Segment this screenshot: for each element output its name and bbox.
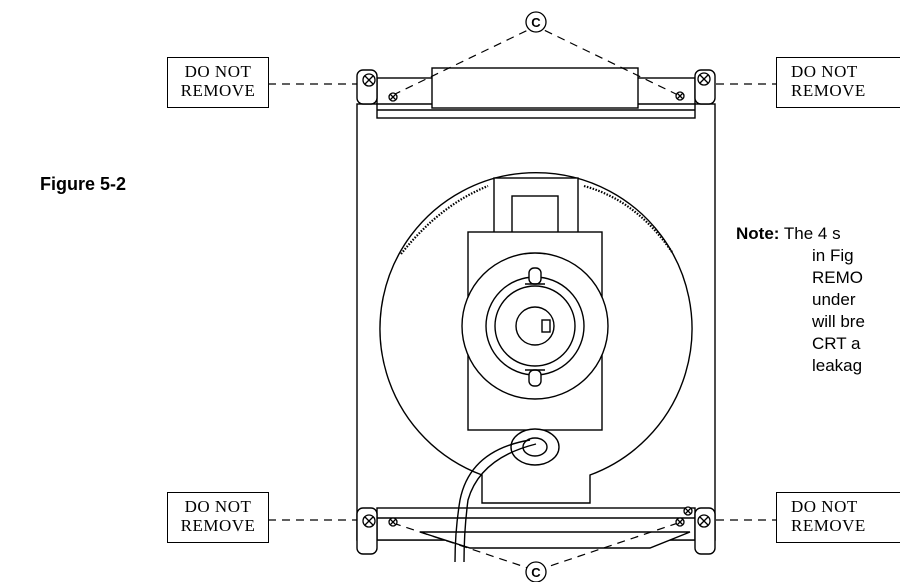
screw-icon [675, 517, 685, 527]
note-text: Note: The 4 s in Fig REMO under will bre… [736, 223, 865, 377]
box-line1: DO NOT [791, 62, 858, 81]
neck-outer-ring [461, 252, 609, 400]
box-line1: DO NOT [184, 497, 252, 516]
note-line-5: will bre [812, 312, 865, 331]
box-line2: REMOVE [180, 516, 256, 535]
box-line2: REMOVE [791, 81, 866, 100]
note-line-1: The 4 s [783, 224, 841, 243]
note-line-7: leakag [812, 356, 863, 375]
top-bracket-raised-block [431, 67, 639, 109]
screw-icon [697, 72, 711, 86]
screw-icon [697, 514, 711, 528]
callout-top-letter: C [531, 15, 541, 30]
right-spring [583, 184, 673, 253]
note-line-2: in Fig [812, 246, 854, 265]
do-not-remove-label-top-left: DO NOT REMOVE [167, 57, 269, 108]
callout-bottom: C [525, 561, 547, 582]
note-line-4: under [812, 290, 856, 309]
screw-icon [362, 73, 376, 87]
anode-cap [510, 428, 560, 466]
screw-icon [683, 506, 693, 516]
anode-lead [454, 439, 531, 563]
screw-set [362, 72, 711, 528]
note-line-6: CRT a [812, 334, 861, 353]
do-not-remove-label-top-right: DO NOT REMOVE [776, 57, 900, 108]
do-not-remove-label-bottom-left: DO NOT REMOVE [167, 492, 269, 543]
callout-top: C [525, 11, 547, 33]
box-line2: REMOVE [180, 81, 256, 100]
callout-bottom-letter: C [531, 565, 541, 580]
note-label: Note: [736, 224, 780, 243]
screw-icon [675, 91, 685, 101]
note-line-3: REMO [812, 268, 863, 287]
box-line1: DO NOT [791, 497, 858, 516]
screw-icon [388, 92, 398, 102]
left-spring [400, 184, 489, 255]
do-not-remove-label-bottom-right: DO NOT REMOVE [776, 492, 900, 543]
screw-icon [388, 517, 398, 527]
box-line2: REMOVE [791, 516, 866, 535]
figure-label: Figure 5-2 [40, 174, 127, 194]
screw-icon [362, 514, 376, 528]
box-line1: DO NOT [184, 62, 252, 81]
